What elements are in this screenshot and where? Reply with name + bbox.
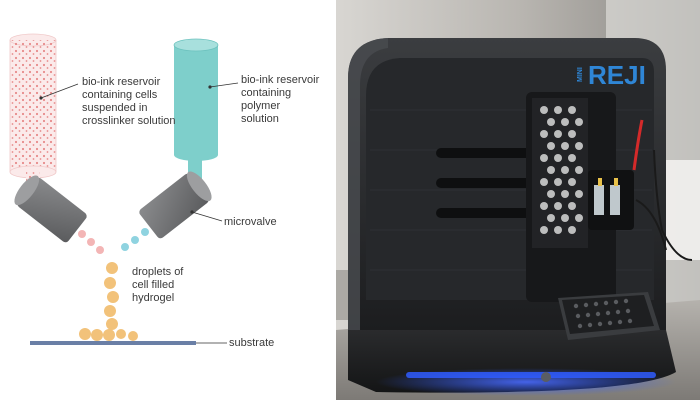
- bioprinter-photo: MINI REJI: [336, 0, 700, 400]
- photo-svg: MINI REJI: [336, 0, 700, 400]
- logo-mini: MINI: [577, 67, 584, 82]
- substrate-label: substrate: [229, 337, 275, 349]
- microvalve-leader: [191, 211, 223, 222]
- schematic-svg: [9, 33, 239, 345]
- polymer-reservoir-leader: [209, 82, 239, 88]
- logo-reji: REJI: [588, 60, 646, 90]
- left-microvalve: [14, 175, 87, 243]
- cell-reservoir: [9, 33, 57, 186]
- cell-droplets-stream: [78, 230, 104, 254]
- hydrogel-droplets-column: [79, 262, 138, 341]
- printhead-gantry: [526, 92, 693, 302]
- bioprinting-schematic: bio-ink reservoir containing cells suspe…: [0, 0, 332, 400]
- well-plate: [558, 292, 660, 340]
- polymer-reservoir-label: bio-ink reservoir containing polymer sol…: [241, 74, 320, 125]
- droplets-label: droplets of cell filled hydrogel: [132, 266, 184, 304]
- cell-reservoir-label: bio-ink reservoir containing cells suspe…: [82, 76, 176, 127]
- polymer-reservoir: [173, 38, 219, 183]
- substrate-plate: [30, 341, 196, 345]
- polymer-droplets-stream: [121, 228, 149, 251]
- cell-reservoir-leader: [40, 83, 79, 99]
- vent-slots: [436, 148, 546, 218]
- right-microvalve: [139, 171, 212, 239]
- microvalve-label: microvalve: [224, 216, 277, 228]
- printer-logo: MINI REJI: [577, 60, 646, 90]
- power-button: [541, 372, 551, 382]
